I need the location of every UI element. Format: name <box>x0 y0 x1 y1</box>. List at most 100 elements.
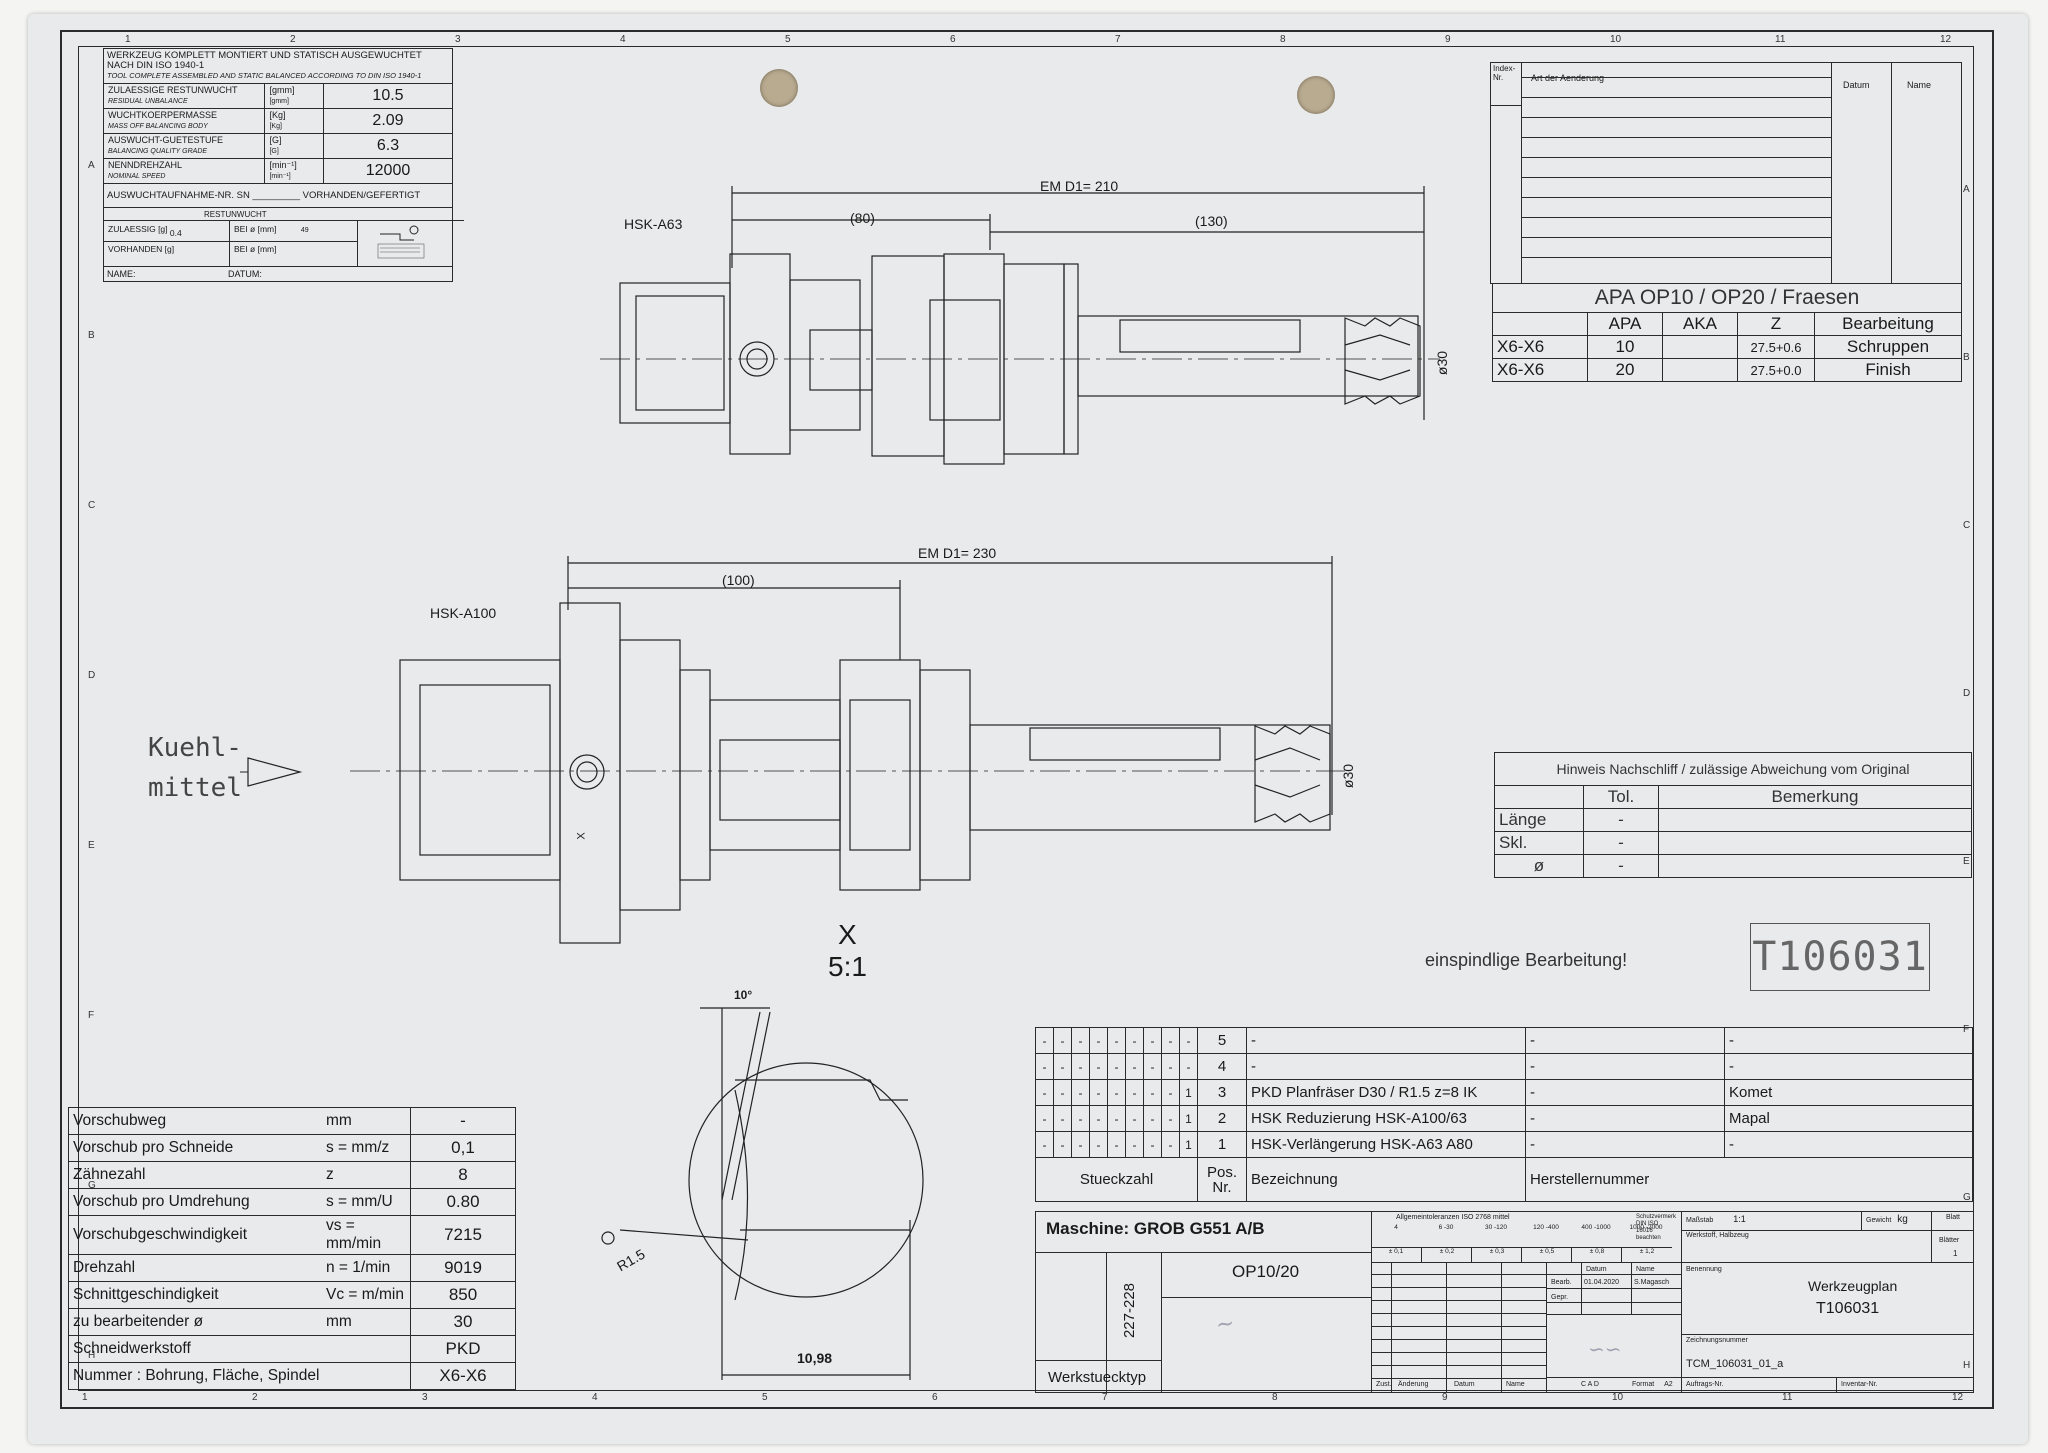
tol-range: 400 -1000 <box>1581 1224 1611 1231</box>
qty-cell: - <box>1035 1027 1054 1054</box>
bearb-datum: 01.04.2020 <box>1584 1279 1620 1286</box>
qty-cell: - <box>1035 1131 1054 1158</box>
ruler-mark: B <box>88 330 95 341</box>
pos-cell: 1 <box>1197 1131 1247 1158</box>
ruler-mark: H <box>1963 1360 1971 1371</box>
gepr-label: Gepr. <box>1551 1294 1569 1301</box>
pos-cell: 5 <box>1197 1027 1247 1054</box>
tool-number: T106031 <box>1752 934 1928 980</box>
datum2-label: Datum <box>1454 1381 1475 1388</box>
hersteller-cell: Komet <box>1724 1079 1973 1106</box>
qty-cell: - <box>1161 1027 1180 1054</box>
qty-cell: - <box>1053 1027 1072 1054</box>
cutting-value: 7215 <box>410 1215 516 1255</box>
qty-cell: - <box>1125 1079 1144 1106</box>
ruler-mark: 12 <box>1940 34 1952 45</box>
ruler-mark: E <box>88 840 95 851</box>
cad-label: C A D <box>1581 1381 1599 1388</box>
tol-range: 6 -30 <box>1438 1224 1454 1231</box>
allg-tol-label: Allgemeintoleranzen ISO 2768 mittel <box>1396 1214 1510 1221</box>
qty-cell: 1 <box>1179 1131 1198 1158</box>
apa-row: X6-X6 10 27.5+0.6 Schruppen <box>1492 335 1962 359</box>
drawing-frame <box>60 30 1994 1409</box>
ruler-mark: 9 <box>1445 34 1451 45</box>
qty-cell: - <box>1143 1131 1162 1158</box>
qty-cell: - <box>1143 1027 1162 1054</box>
bezeichnung-cell: HSK Reduzierung HSK-A100/63 <box>1246 1105 1526 1132</box>
werkstuecktyp-label: Werkstuecktyp <box>1048 1369 1147 1386</box>
machine-label: Maschine: GROB G551 A/B <box>1046 1219 1265 1238</box>
tol-range: 1000 -2000 <box>1629 1224 1663 1231</box>
hersteller-cell: - <box>1724 1053 1973 1080</box>
qty-cell: - <box>1089 1027 1108 1054</box>
qty-cell: - <box>1125 1053 1144 1080</box>
cutting-label: Zähnezahl <box>68 1161 322 1189</box>
benennung-label: Benennung <box>1686 1266 1722 1273</box>
row-unit: [Kg] <box>269 110 286 120</box>
row-unit2: [gmm] <box>269 98 289 105</box>
zeichnr-label: Zeichnungsnummer <box>1686 1337 1748 1344</box>
qty-cell: - <box>1107 1131 1126 1158</box>
nr-header: Nr. <box>1212 1178 1232 1196</box>
row-unit2: [G] <box>269 148 279 155</box>
stueckzahl-header: Stueckzahl <box>1035 1157 1198 1202</box>
row-en: NOMINAL SPEED <box>108 173 166 180</box>
qty-cell: - <box>1053 1079 1072 1106</box>
qty-cell: - <box>1125 1131 1144 1158</box>
cutting-label: Schneidwerkstoff <box>68 1335 411 1363</box>
em-d1-210-label: EM D1= 210 <box>1040 178 1119 194</box>
workpiece-number: 227-228 <box>1121 1282 1139 1339</box>
inventar-label: Inventar-Nr. <box>1841 1381 1878 1388</box>
row-unit: [gmm] <box>269 85 295 95</box>
regrind-title: Hinweis Nachschliff / zulässige Abweichu… <box>1494 752 1972 786</box>
nr-cell: - <box>1525 1079 1725 1106</box>
cutting-label: Vorschubgeschwindigkeit <box>68 1215 322 1255</box>
bezeichnung-header: Bezeichnung <box>1246 1157 1526 1202</box>
tol-value: ± 1,2 <box>1621 1247 1672 1262</box>
ruler-mark: 6 <box>950 34 956 45</box>
blatter-label: Blätter <box>1939 1237 1960 1244</box>
regrind-header-row: Tol. Bemerkung <box>1494 785 1972 809</box>
tool-number-box: T106031 <box>1750 923 1930 991</box>
dim-80-label: (80) <box>850 210 875 226</box>
row-en: MASS OFF BALANCING BODY <box>108 123 208 130</box>
datum-label: DATUM: <box>228 269 262 279</box>
regrind-row: ø - <box>1494 854 1972 878</box>
row-en: BALANCING QUALITY GRADE <box>108 148 208 155</box>
cutting-label: Vorschub pro Schneide <box>68 1134 322 1162</box>
ruler-mark: D <box>88 670 96 681</box>
nr-cell: - <box>1525 1053 1725 1080</box>
werkstoff-label: Werkstoff, Halbzeug <box>1686 1232 1749 1239</box>
cutting-label: Drehzahl <box>68 1254 322 1282</box>
detail-x-view <box>601 1007 924 1380</box>
ruler-mark: 7 <box>1115 34 1121 45</box>
blatter-value: 1 <box>1953 1249 1958 1258</box>
qty-cell: - <box>1089 1079 1108 1106</box>
title-block: Maschine: GROB G551 A/B OP10/20 227-228 … <box>1035 1211 1974 1393</box>
qty-cell: - <box>1107 1053 1126 1080</box>
dim-100-label: (100) <box>722 572 755 588</box>
qty-cell: - <box>1107 1079 1126 1106</box>
ruler-mark: 3 <box>422 1392 428 1403</box>
ruler-mark: 1 <box>125 34 131 45</box>
qty-cell: - <box>1035 1053 1054 1080</box>
tol-value: ± 0,3 <box>1471 1247 1522 1262</box>
aenderung-label: Änderung <box>1398 1381 1429 1388</box>
handwritten-note: ~ <box>1214 1310 1237 1339</box>
qty-cell: - <box>1161 1079 1180 1106</box>
nr-cell: - <box>1525 1105 1725 1132</box>
bearb-name-header: Name <box>1636 1266 1655 1273</box>
cutting-label: zu bearbeitender ø <box>68 1308 322 1336</box>
qty-cell: - <box>1107 1105 1126 1132</box>
